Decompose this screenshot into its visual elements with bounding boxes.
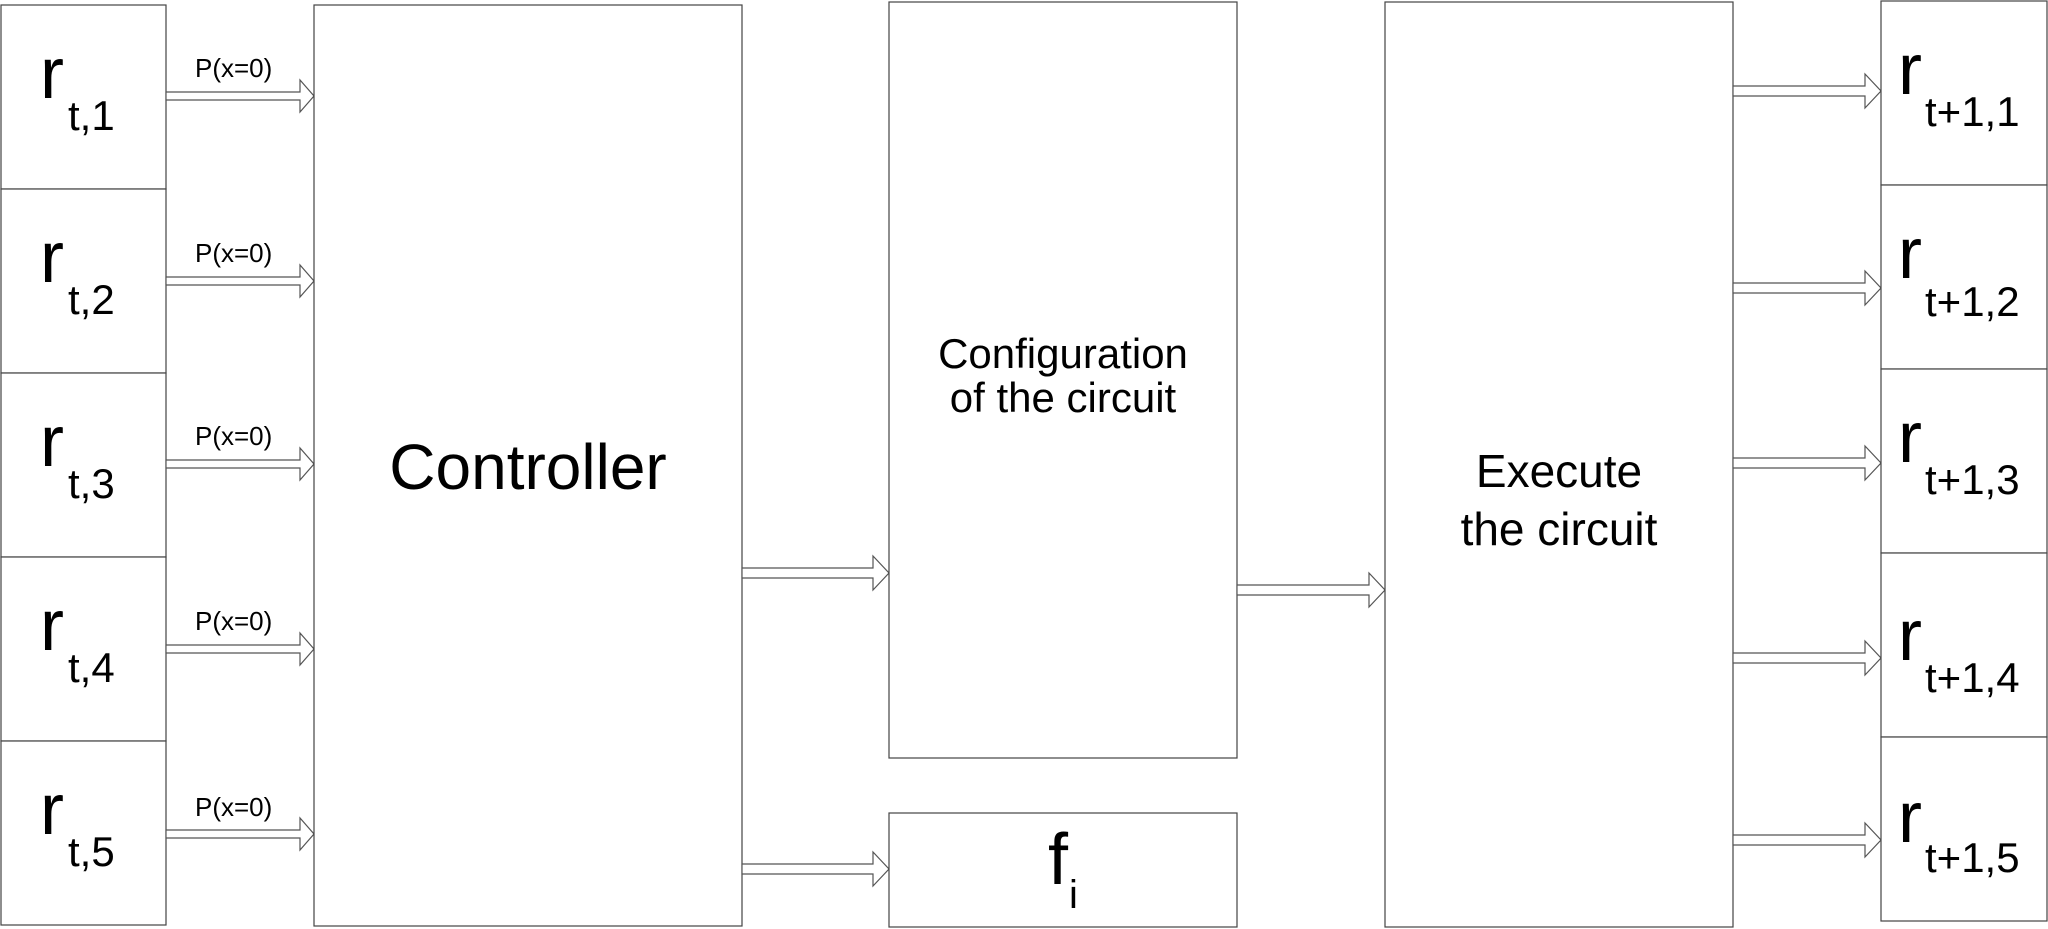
configuration-to-execute-arrow: [1236, 571, 1386, 609]
output-register-3: r t+1,3: [1880, 368, 2048, 554]
output-register-2: r t+1,2: [1880, 184, 2048, 370]
output-register-3-base: r: [1898, 398, 1922, 478]
controller-to-configuration-arrow: [741, 554, 890, 592]
output-register-5-sub: t+1,5: [1925, 834, 2020, 881]
input-register-2-sub: t,2: [68, 276, 115, 323]
controller-block: Controller: [313, 4, 743, 927]
output-arrow-5: [1732, 821, 1882, 859]
fi-base: f: [1048, 820, 1069, 900]
input-arrow-5: P(x=0): [165, 792, 315, 852]
input-arrow-4: P(x=0): [165, 606, 315, 667]
output-register-5: r t+1,5: [1880, 736, 2048, 922]
input-register-5: r t,5: [0, 740, 167, 926]
output-register-4-base: r: [1898, 596, 1922, 676]
input-arrow-3: P(x=0): [165, 421, 315, 482]
input-register-2: r t,2: [0, 188, 167, 374]
output-arrow-3: [1732, 444, 1882, 482]
output-register-2-sub: t+1,2: [1925, 278, 2020, 325]
input-register-5-sub: t,5: [68, 828, 115, 875]
input-register-1: r t,1: [0, 4, 167, 190]
fi-sub: i: [1069, 873, 1078, 917]
input-arrow-1: P(x=0): [165, 53, 315, 114]
input-arrow-2: P(x=0): [165, 238, 315, 299]
input-register-3-sub: t,3: [68, 460, 115, 507]
probability-label-3: P(x=0): [195, 421, 272, 451]
output-register-4-sub: t+1,4: [1925, 654, 2020, 701]
configuration-label-line2: of the circuit: [950, 374, 1177, 421]
output-register-1-sub: t+1,1: [1925, 88, 2020, 135]
controller-to-fi-arrow: [741, 850, 890, 888]
input-register-5-base: r: [40, 770, 64, 850]
input-register-4: r t,4: [0, 556, 167, 742]
execute-block: Execute the circuit: [1384, 1, 1734, 928]
configuration-label-line1: Configuration: [938, 330, 1188, 377]
fi-block: f i: [888, 812, 1238, 928]
input-register-3-base: r: [40, 402, 64, 482]
input-register-1-sub: t,1: [68, 92, 115, 139]
execute-label-line1: Execute: [1476, 445, 1642, 497]
output-register-3-sub: t+1,3: [1925, 456, 2020, 503]
probability-label-4: P(x=0): [195, 606, 272, 636]
execute-label-line2: the circuit: [1461, 503, 1658, 555]
input-register-2-base: r: [40, 218, 64, 298]
probability-label-1: P(x=0): [195, 53, 272, 83]
output-arrow-4: [1732, 639, 1882, 677]
output-register-2-base: r: [1898, 214, 1922, 294]
input-register-3: r t,3: [0, 372, 167, 558]
probability-label-2: P(x=0): [195, 238, 272, 268]
output-register-1: r t+1,1: [1880, 0, 2048, 186]
input-register-1-base: r: [40, 34, 64, 114]
input-register-4-sub: t,4: [68, 644, 115, 691]
probability-label-5: P(x=0): [195, 792, 272, 822]
controller-label: Controller: [389, 431, 666, 503]
output-register-5-base: r: [1898, 778, 1922, 858]
output-register-4: r t+1,4: [1880, 552, 2048, 738]
input-register-4-base: r: [40, 586, 64, 666]
output-arrow-2: [1732, 269, 1882, 307]
configuration-block: Configuration of the circuit: [888, 1, 1238, 759]
output-register-1-base: r: [1898, 30, 1922, 110]
output-arrow-1: [1732, 72, 1882, 110]
